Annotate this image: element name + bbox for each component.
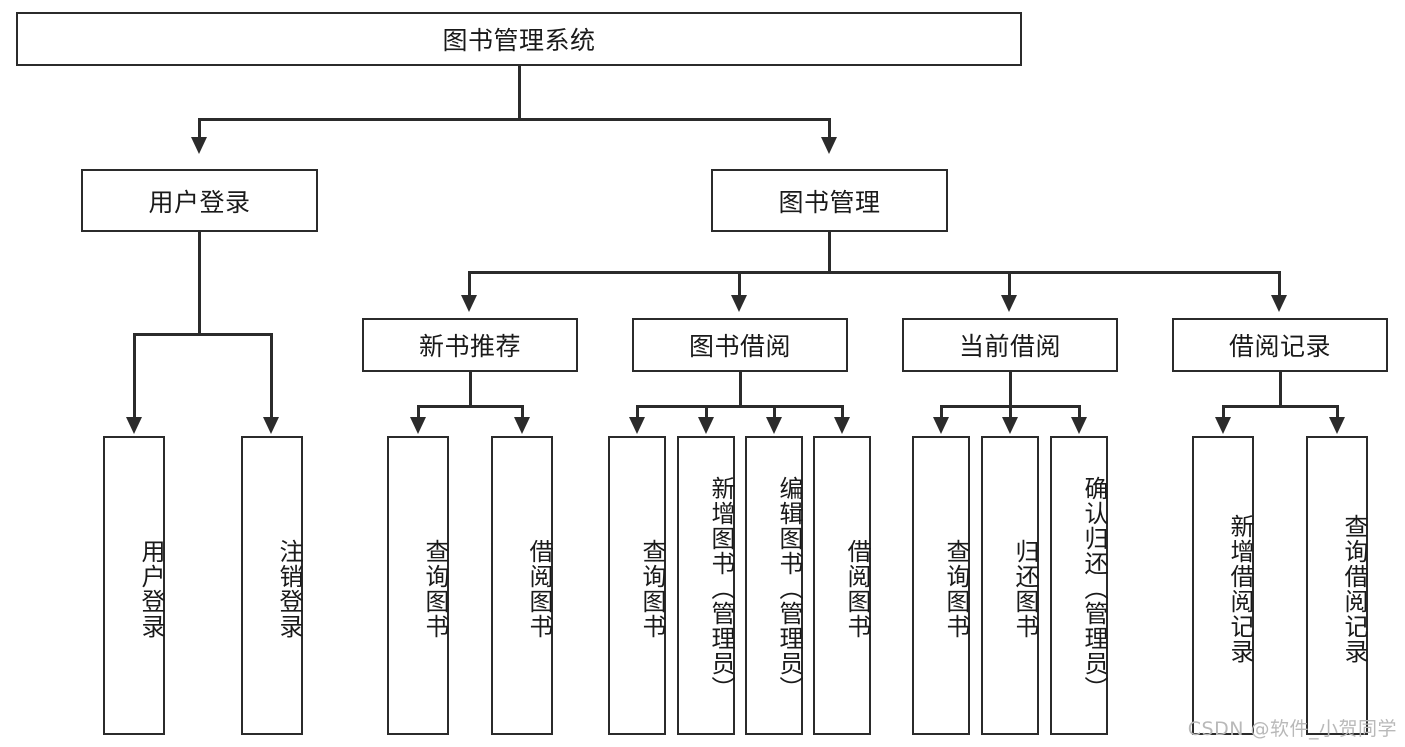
arrow-to-new-book-recommend	[461, 295, 477, 312]
leaf-bb-add-book-admin[interactable]: 新增图书（管理员）	[677, 436, 735, 735]
connector-br-drop-2	[1336, 405, 1339, 419]
connector-bb-drop-2	[705, 405, 708, 419]
connector-cb-stem	[1009, 372, 1012, 406]
node-label: 借阅图书	[843, 538, 871, 639]
node-label: 图书管理系统	[442, 26, 596, 55]
node-book-borrow[interactable]: 图书借阅	[632, 318, 848, 372]
arrow-to-book-borrow	[731, 295, 747, 312]
connector-level2-bar	[198, 118, 831, 121]
arrow-to-user-login-leaf	[126, 417, 142, 434]
node-label: 查询图书	[421, 538, 449, 639]
connector-nbr-bar	[417, 405, 523, 408]
node-label: 归还图书	[1011, 538, 1039, 639]
leaf-bb-borrow-book[interactable]: 借阅图书	[813, 436, 871, 735]
node-label: 确认归还（管理员）	[1080, 476, 1108, 701]
connector-level3-drop-2	[738, 271, 741, 297]
node-label: 新增借阅记录	[1226, 513, 1254, 664]
arrow-to-user-login	[191, 137, 207, 154]
arrow-to-book-manage	[821, 137, 837, 154]
connector-bb-bar	[636, 405, 843, 408]
node-label: 新增图书（管理员）	[707, 476, 735, 701]
node-label: 新书推荐	[418, 332, 521, 361]
node-label: 借阅记录	[1228, 332, 1331, 361]
connector-nbr-stem	[469, 372, 472, 406]
node-root-system[interactable]: 图书管理系统	[16, 12, 1022, 66]
node-label: 用户登录	[148, 187, 251, 217]
connector-bb-drop-4	[841, 405, 844, 419]
connector-user-login-drop-1	[133, 333, 136, 419]
connector-user-login-stem	[198, 232, 201, 334]
connector-level3-drop-1	[468, 271, 471, 297]
leaf-cb-query-book[interactable]: 查询图书	[912, 436, 970, 735]
arrow-to-br-leaf-1	[1215, 417, 1231, 434]
arrow-to-bb-leaf-4	[834, 417, 850, 434]
arrow-to-current-borrow	[1001, 295, 1017, 312]
connector-level2-drop-right	[828, 118, 831, 139]
leaf-br-query-record[interactable]: 查询借阅记录	[1306, 436, 1368, 735]
node-label: 图书借阅	[688, 332, 791, 361]
leaf-cb-confirm-return-admin[interactable]: 确认归还（管理员）	[1050, 436, 1108, 735]
connector-cb-drop-1	[940, 405, 943, 419]
leaf-logout[interactable]: 注销登录	[241, 436, 303, 735]
node-label: 查询图书	[638, 538, 666, 639]
leaf-user-login[interactable]: 用户登录	[103, 436, 165, 735]
arrow-to-nbr-leaf-2	[514, 417, 530, 434]
node-user-login[interactable]: 用户登录	[81, 169, 318, 232]
connector-nbr-drop-1	[417, 405, 420, 419]
node-label: 编辑图书（管理员）	[775, 476, 803, 701]
node-new-book-recommend[interactable]: 新书推荐	[362, 318, 578, 372]
connector-bb-stem	[739, 372, 742, 406]
connector-book-manage-stem	[828, 232, 831, 272]
connector-nbr-drop-2	[521, 405, 524, 419]
arrow-to-br-leaf-2	[1329, 417, 1345, 434]
connector-level2-drop-left	[198, 118, 201, 139]
node-label: 图书管理	[778, 187, 881, 217]
arrow-to-cb-leaf-3	[1071, 417, 1087, 434]
connector-level3-drop-4	[1278, 271, 1281, 297]
node-label: 注销登录	[275, 538, 303, 639]
connector-level3-drop-3	[1008, 271, 1011, 297]
connector-br-drop-1	[1222, 405, 1225, 419]
leaf-br-add-record[interactable]: 新增借阅记录	[1192, 436, 1254, 735]
node-label: 查询借阅记录	[1340, 513, 1368, 664]
arrow-to-bb-leaf-2	[698, 417, 714, 434]
connector-br-stem	[1279, 372, 1282, 406]
arrow-to-bb-leaf-1	[629, 417, 645, 434]
leaf-cb-return-book[interactable]: 归还图书	[981, 436, 1039, 735]
arrow-to-nbr-leaf-1	[410, 417, 426, 434]
connector-cb-drop-2	[1009, 405, 1012, 419]
arrow-to-bb-leaf-3	[766, 417, 782, 434]
arrow-to-cb-leaf-1	[933, 417, 949, 434]
node-borrow-record[interactable]: 借阅记录	[1172, 318, 1388, 372]
watermark: CSDN @软件_小贺同学	[1187, 718, 1397, 740]
connector-user-login-drop-2	[270, 333, 273, 419]
node-label: 借阅图书	[525, 538, 553, 639]
arrow-to-borrow-record	[1271, 295, 1287, 312]
connector-level3-bar	[468, 271, 1280, 274]
connector-cb-drop-3	[1078, 405, 1081, 419]
leaf-bb-query-book[interactable]: 查询图书	[608, 436, 666, 735]
node-book-manage[interactable]: 图书管理	[711, 169, 948, 232]
arrow-to-logout-leaf	[263, 417, 279, 434]
connector-bb-drop-1	[636, 405, 639, 419]
connector-user-login-bar	[133, 333, 272, 336]
leaf-nbr-borrow-book[interactable]: 借阅图书	[491, 436, 553, 735]
connector-bb-drop-3	[773, 405, 776, 419]
leaf-bb-edit-book-admin[interactable]: 编辑图书（管理员）	[745, 436, 803, 735]
leaf-nbr-query-book[interactable]: 查询图书	[387, 436, 449, 735]
node-label: 用户登录	[137, 538, 165, 639]
arrow-to-cb-leaf-2	[1002, 417, 1018, 434]
node-current-borrow[interactable]: 当前借阅	[902, 318, 1118, 372]
connector-br-bar	[1222, 405, 1338, 408]
connector-root-stem	[518, 66, 521, 119]
node-label: 当前借阅	[958, 332, 1061, 361]
node-label: 查询图书	[942, 538, 970, 639]
